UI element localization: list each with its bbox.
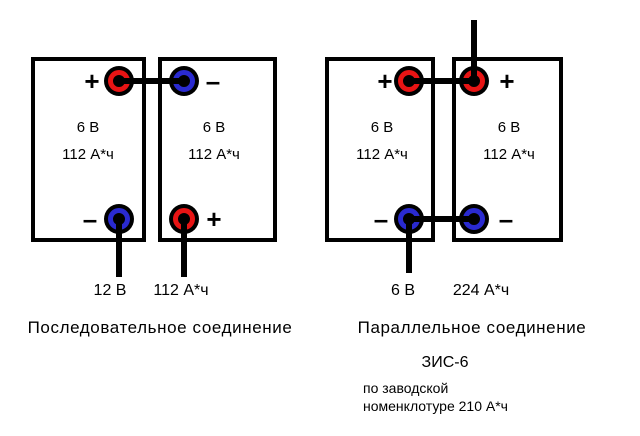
note-line1: по заводской xyxy=(363,380,449,396)
parallel-battery1-top-polarity-label: + xyxy=(377,66,393,96)
parallel-battery1-spec: 6 В 112 А*ч xyxy=(356,114,408,168)
parallel-battery2-top-polarity-label: + xyxy=(499,66,515,96)
parallel-negative-lead-wire xyxy=(406,219,412,273)
series-positive-lead-wire xyxy=(181,219,187,277)
parallel-battery1-voltage: 6 В xyxy=(370,119,394,136)
parallel-top-jumper-wire xyxy=(409,78,474,84)
parallel-battery2-bottom-polarity-label: – xyxy=(498,204,514,234)
series-result-voltage: 12 В xyxy=(93,282,127,299)
series-battery1-top-polarity-label: + xyxy=(84,66,100,96)
series-battery1-spec: 6 В 112 А*ч xyxy=(62,114,114,168)
series-battery2-capacity: 112 А*ч xyxy=(188,146,240,163)
series-battery2-top-polarity-label: – xyxy=(205,66,221,96)
parallel-battery1-bottom-polarity-label: – xyxy=(373,204,389,234)
series-negative-lead-wire xyxy=(116,219,122,277)
parallel-result-capacity: 224 А*ч xyxy=(452,282,510,299)
parallel-caption: Параллельное соединение xyxy=(357,318,587,337)
parallel-battery2-spec: 6 В 112 А*ч xyxy=(483,114,535,168)
series-battery2-voltage: 6 В xyxy=(202,119,226,136)
series-battery2-spec: 6 В 112 А*ч xyxy=(188,114,240,168)
parallel-result-voltage: 6 В xyxy=(390,282,416,299)
series-battery1-bottom-polarity-label: – xyxy=(82,204,98,234)
note-line2: номенклотуре 210 А*ч xyxy=(363,398,508,414)
series-top-jumper-wire xyxy=(119,78,184,84)
series-battery1-voltage: 6 В xyxy=(76,119,100,136)
series-battery1-capacity: 112 А*ч xyxy=(62,146,114,163)
series-caption: Последовательное соединение xyxy=(27,318,293,337)
parallel-battery1-capacity: 112 А*ч xyxy=(356,146,408,163)
parallel-battery2-voltage: 6 В xyxy=(497,119,521,136)
series-result-capacity: 112 А*ч xyxy=(153,282,209,299)
parallel-bottom-jumper-wire xyxy=(409,216,474,222)
parallel-battery2-capacity: 112 А*ч xyxy=(483,146,535,163)
note-model-title: ЗИС-6 xyxy=(421,354,469,371)
parallel-positive-lead-wire xyxy=(471,20,477,81)
series-battery2-bottom-polarity-label: + xyxy=(206,204,222,234)
